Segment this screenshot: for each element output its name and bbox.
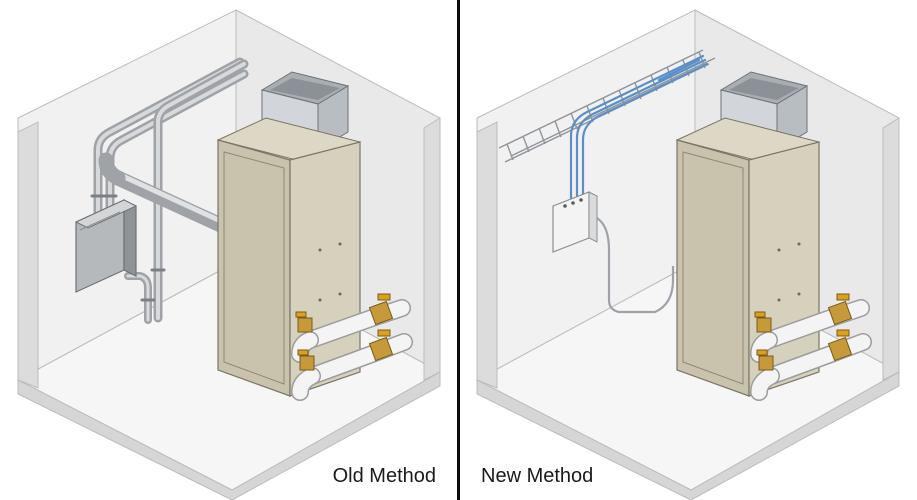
electrical-box-seam xyxy=(79,211,121,231)
unit-screw-3 xyxy=(777,298,781,302)
cable-4 xyxy=(657,58,701,82)
valve-upper-left xyxy=(297,317,313,333)
valve-handle-lower-right xyxy=(377,329,391,337)
unit-front-panel xyxy=(682,151,744,385)
valve-lower-right xyxy=(827,336,853,362)
junction-box-side xyxy=(588,191,598,243)
duct-inner xyxy=(270,78,340,100)
valve-handle-lower-right xyxy=(836,329,850,337)
pipe-upper-body xyxy=(761,300,869,348)
new-method-panel: New Method xyxy=(459,0,917,500)
electrical-box-top xyxy=(74,199,138,229)
valves xyxy=(295,293,394,371)
unit-front-panel xyxy=(223,151,285,385)
valve-lower-right xyxy=(368,336,394,362)
floor-edge xyxy=(476,371,900,500)
unit-front xyxy=(217,139,291,397)
valve-upper-right xyxy=(827,300,853,326)
junction-port-1 xyxy=(563,204,567,208)
tray-rail-front xyxy=(498,49,704,149)
old-method-caption: Old Method xyxy=(332,465,436,487)
unit-screw-2 xyxy=(797,242,801,246)
unit-screw-1 xyxy=(777,248,781,252)
new-method-caption: New Method xyxy=(481,465,594,487)
old-method-illustration xyxy=(16,9,442,500)
conduit-4-hi xyxy=(126,274,150,322)
valve-upper-left xyxy=(756,317,772,333)
unit-screw-1 xyxy=(318,248,322,252)
junction-box xyxy=(552,191,598,253)
pipe-lower-drop-body xyxy=(292,368,320,400)
valve-handle-upper-right xyxy=(836,293,850,301)
water-piping xyxy=(291,299,413,401)
unit-screw-2 xyxy=(338,242,342,246)
floor-edge xyxy=(17,371,441,500)
pipe-lower-drop-body xyxy=(751,368,779,400)
unit-screw-3 xyxy=(318,298,322,302)
cable-3 xyxy=(581,62,709,200)
pipe-upper-body xyxy=(302,300,410,348)
conduit-elbow xyxy=(98,152,126,186)
network-cables xyxy=(569,54,709,202)
valve-handle-upper-right xyxy=(377,293,391,301)
left-wall-cap xyxy=(17,118,39,389)
old-method-panel: Old Method xyxy=(0,0,458,500)
panel-divider xyxy=(457,0,460,500)
junction-port-3 xyxy=(579,198,583,202)
valve-handle-lower-left xyxy=(756,349,768,356)
valves xyxy=(754,293,853,371)
valve-lower-left xyxy=(299,355,315,371)
tray-rail-back xyxy=(510,57,716,157)
valve-handle-upper-left xyxy=(754,311,766,318)
air-handler-unit xyxy=(216,117,362,397)
air-handler-unit xyxy=(675,117,821,397)
left-wall-cap xyxy=(476,118,498,389)
electrical-box-side xyxy=(123,199,137,277)
water-piping xyxy=(750,299,872,401)
valve-handle-upper-left xyxy=(295,311,307,318)
valve-handle-lower-left xyxy=(297,349,309,356)
control-cable xyxy=(596,217,675,314)
electrical-box xyxy=(74,199,138,293)
right-wall-cap xyxy=(423,117,441,381)
unit-front xyxy=(676,139,750,397)
valve-lower-left xyxy=(758,355,774,371)
new-method-illustration xyxy=(475,9,901,500)
unit-screw-4 xyxy=(338,292,342,296)
valve-upper-right xyxy=(368,300,394,326)
conduit-3-hi xyxy=(156,62,246,320)
conduit-1-hi xyxy=(96,60,242,214)
cable-2 xyxy=(575,58,707,202)
duct-inner xyxy=(729,78,799,100)
cable-1 xyxy=(569,54,705,202)
pipe-lower-body xyxy=(763,334,871,384)
conduit-bundle xyxy=(90,57,270,324)
unit-screw-4 xyxy=(797,292,801,296)
pipe-lower-body xyxy=(304,334,412,384)
right-wall-cap xyxy=(882,117,900,381)
junction-port-2 xyxy=(571,201,575,205)
